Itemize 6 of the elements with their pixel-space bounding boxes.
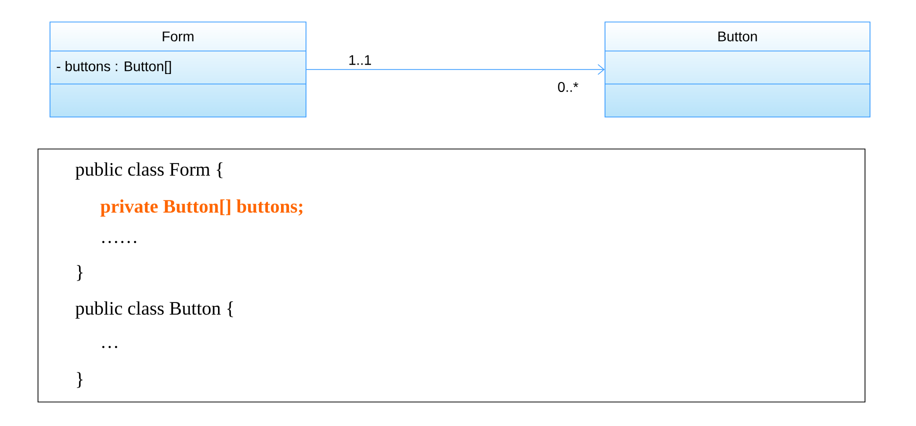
code-box: public class Form { private Button[] buttons; …… } public class Button { … } — [38, 148, 866, 402]
association-arrow — [306, 64, 605, 75]
multiplicity-label: 0..* — [558, 82, 578, 92]
class-box: Form - buttons : Button[] — [50, 22, 306, 118]
class-box: Button — [604, 22, 870, 118]
multiplicity-label: 1..1 — [349, 55, 371, 65]
